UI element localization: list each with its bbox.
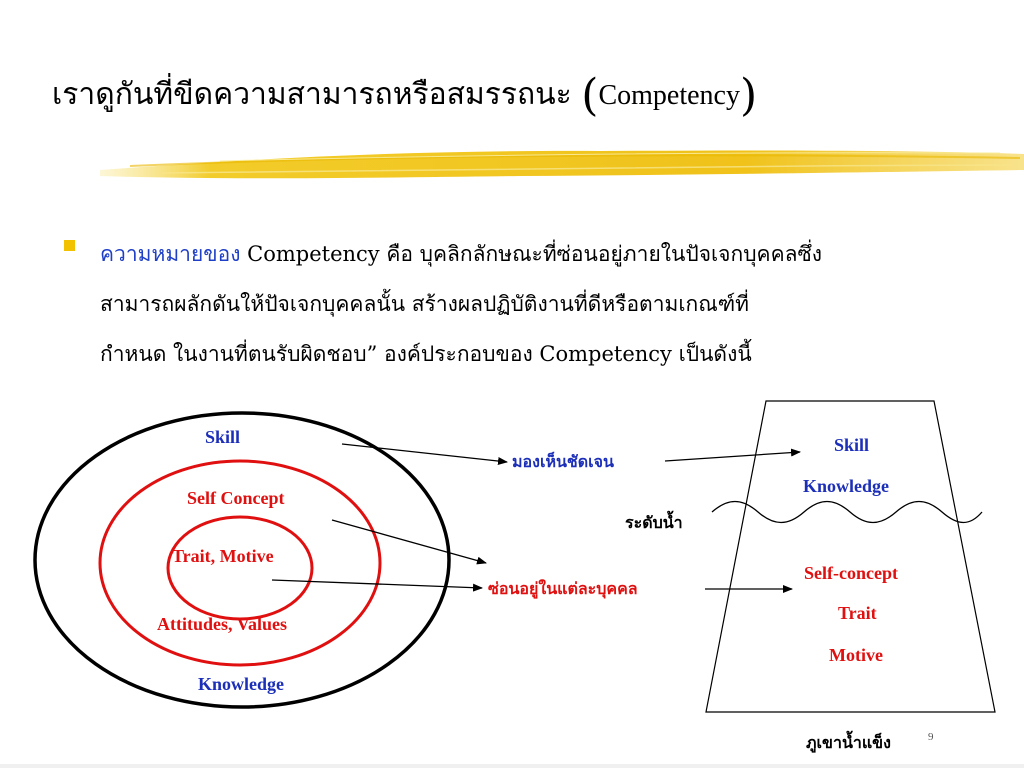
title-close-paren: ) [739, 70, 758, 121]
iceberg-label-knowledge: Knowledge [803, 476, 890, 496]
bullet-line-1: ความหมายของ Competency คือ บุคลิกลักษณะท… [100, 229, 1000, 279]
bullet-square-icon [64, 240, 75, 251]
title-latin: Competency [598, 80, 740, 111]
bullet-paragraph: ความหมายของ Competency คือ บุคลิกลักษณะท… [100, 229, 1000, 379]
slide-title: เราดูกันที่ขีดความสามารถหรือสมรรถนะ (Com… [52, 66, 757, 125]
iceberg-label-self-concept: Self-concept [804, 563, 898, 583]
circle-label-attitudes-values: Attitudes, Values [157, 614, 288, 634]
title-thai: เราดูกันที่ขีดความสามารถหรือสมรรถนะ [52, 77, 582, 112]
bullet-line-3: กำหนด ในงานที่ตนรับผิดชอบ” องค์ประกอบของ… [100, 342, 752, 366]
middle-ellipse [98, 459, 382, 667]
iceberg-shape [705, 400, 996, 713]
label-clearly-visible: มองเห็นชัดเจน [512, 452, 614, 471]
title-open-paren: ( [581, 70, 599, 121]
brush-stroke-decoration [100, 150, 1024, 179]
circle-label-skill: Skill [205, 427, 241, 447]
page-number: 9 [928, 731, 934, 743]
label-hidden-in-person: ซ่อนอยู่ในแต่ละบุคคล [488, 579, 638, 598]
iceberg-label-skill: Skill [834, 435, 870, 455]
iceberg-label-trait: Trait [838, 603, 877, 623]
inner-ellipse [166, 515, 314, 621]
circle-label-knowledge: Knowledge [198, 674, 285, 694]
arrow-skill-to-visible [341, 443, 508, 466]
circle-label-self-concept: Self Concept [187, 488, 285, 508]
footer-band [0, 764, 1024, 768]
arrow-selfconcept-to-hidden [331, 519, 487, 565]
outer-ellipse [33, 411, 451, 709]
water-level-wave [711, 500, 983, 524]
label-water-level: ระดับน้ำ [625, 513, 683, 532]
bullet-line-2: สามารถผลักดันให้ปัจเจกบุคคลนั้น สร้างผลป… [100, 292, 749, 316]
arrow-visible-to-iceberg [664, 448, 801, 462]
iceberg-caption: ภูเขาน้ำแข็ง [806, 733, 891, 752]
bullet-lead: ความหมายของ [100, 242, 241, 266]
circle-label-trait-motive: Trait, Motive [172, 546, 274, 566]
iceberg-label-motive: Motive [829, 645, 883, 665]
arrow-trait-to-hidden [271, 579, 483, 592]
bullet-line-1-rest: Competency คือ บุคลิกลักษณะที่ซ่อนอยู่ภา… [240, 242, 822, 266]
